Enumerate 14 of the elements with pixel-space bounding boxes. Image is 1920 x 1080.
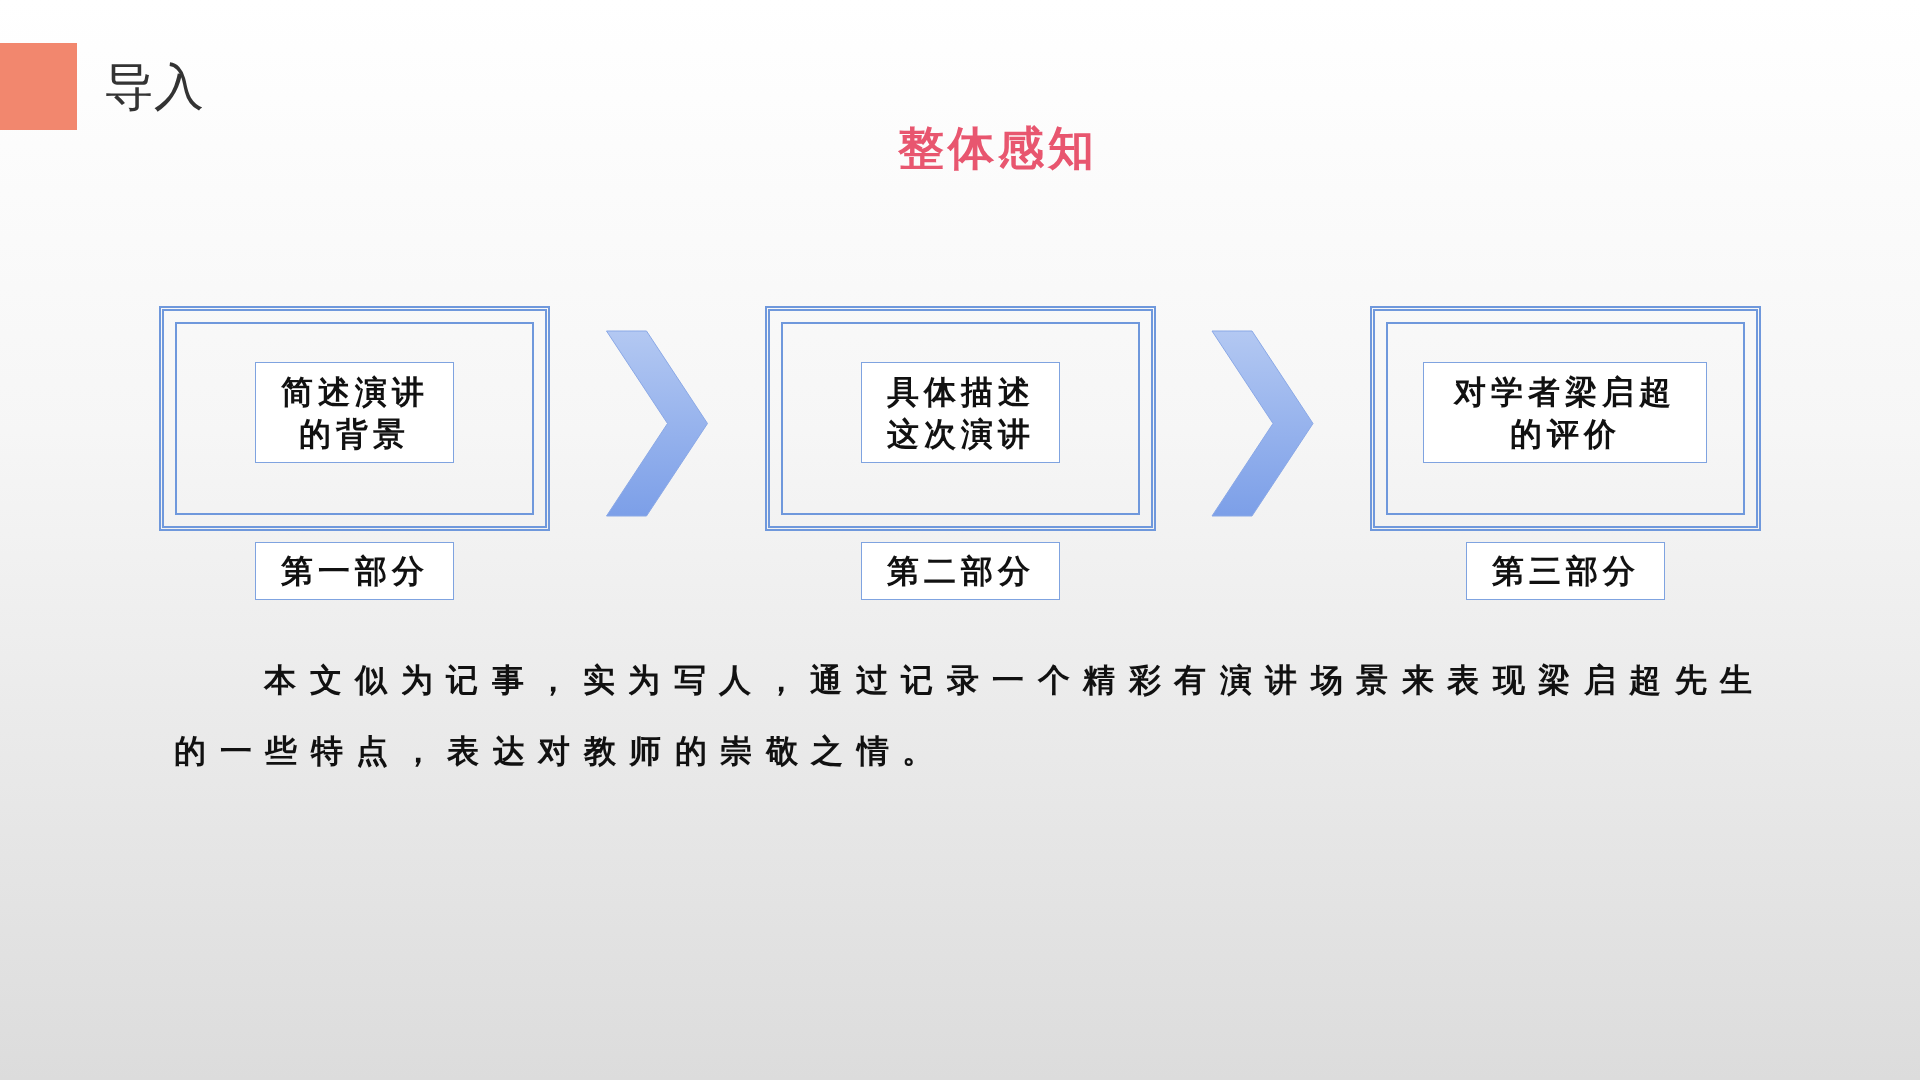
double-frame — [1370, 306, 1761, 531]
chevron-arrow — [606, 330, 708, 517]
part-label: 第一部分 — [255, 542, 454, 600]
double-frame — [765, 306, 1156, 531]
part-label: 第三部分 — [1466, 542, 1665, 600]
chevron-arrow — [1211, 330, 1314, 517]
double-frame — [159, 306, 550, 531]
text-box: 具体描述这次演讲 — [861, 362, 1060, 463]
part-label: 第二部分 — [861, 542, 1060, 600]
text-box: 简述演讲的背景 — [255, 362, 454, 463]
header-text: 导入 — [104, 57, 205, 118]
paragraph: 本文似为记事，实为写人，通过记录一个精彩有演讲场景来表现梁启超先生的一些特点，表达对教师的崇敬之情。 — [174, 660, 1767, 772]
title: 整体感知 — [897, 120, 1099, 177]
text-box: 对学者梁启超的评价 — [1423, 362, 1707, 463]
